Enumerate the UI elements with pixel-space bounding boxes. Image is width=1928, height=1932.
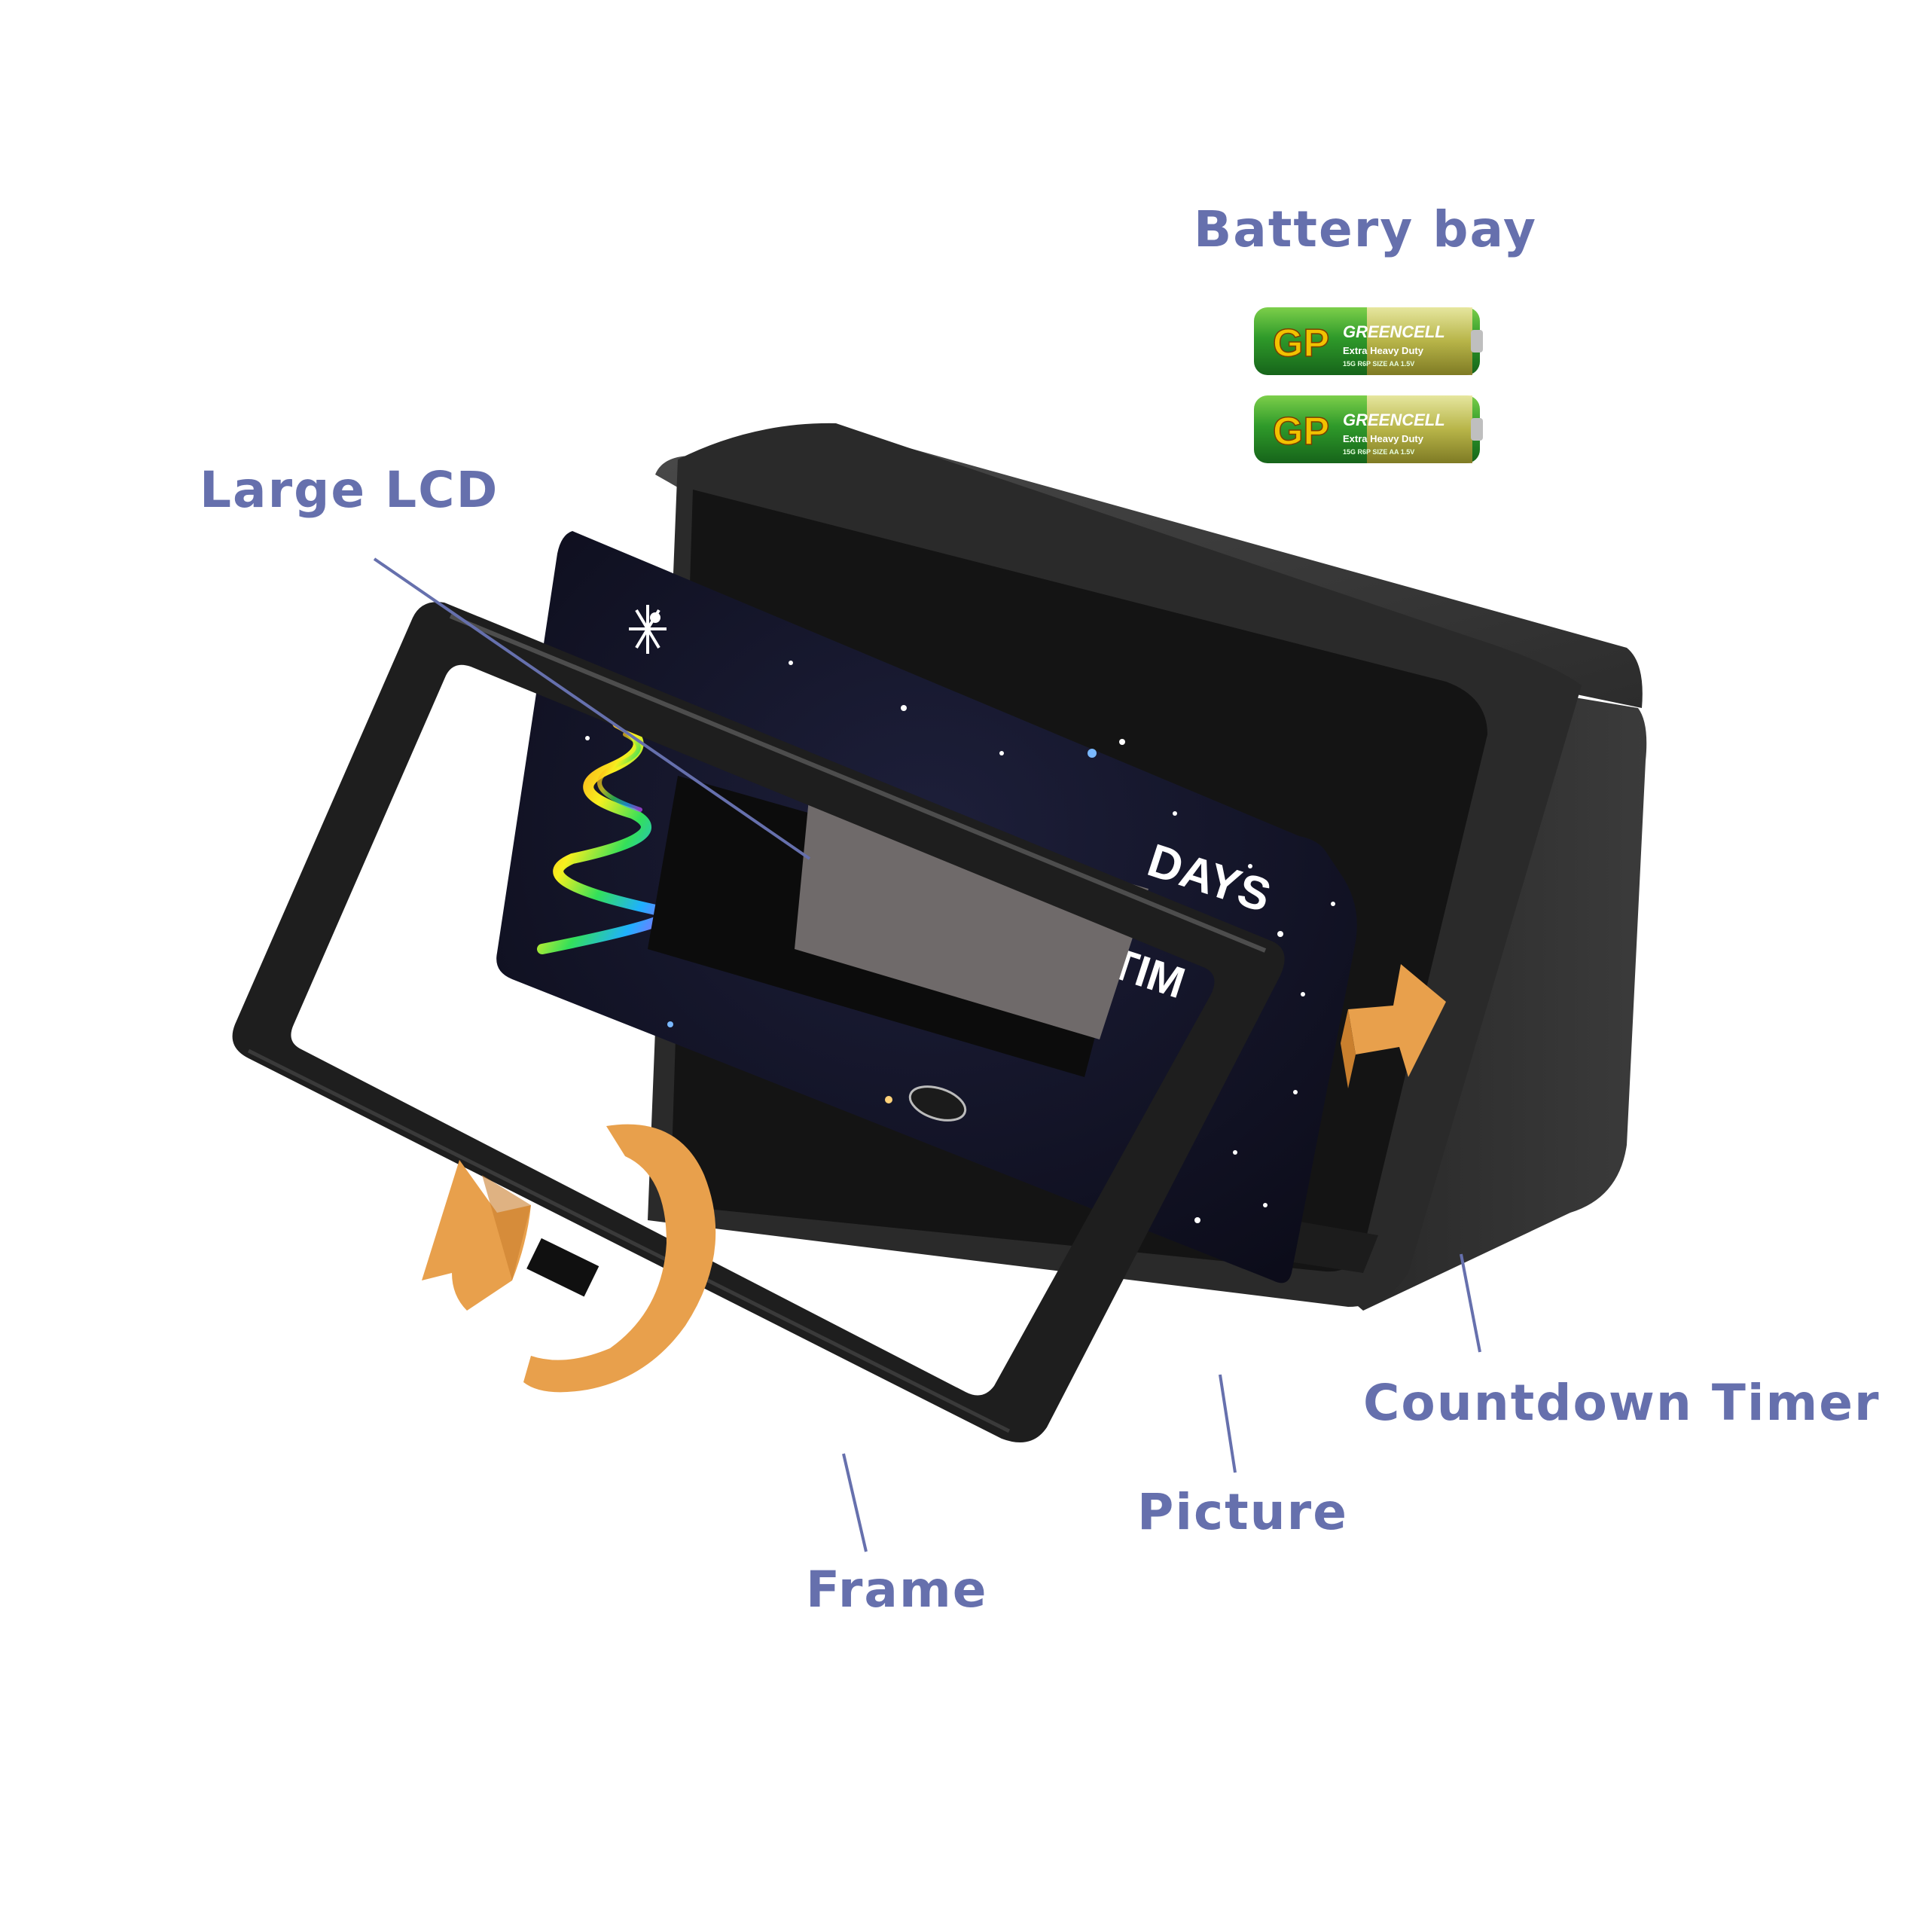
label-picture: Picture	[1137, 1483, 1348, 1541]
rotate-arrow-icon	[422, 1124, 716, 1393]
leader-line-picture	[1219, 1374, 1237, 1473]
slide-arrow-icon	[1341, 964, 1446, 1088]
leader-lines	[373, 557, 1481, 1552]
frame	[232, 602, 1285, 1442]
leader-line-lcd	[373, 557, 811, 860]
battery-brand: GP	[1273, 322, 1329, 365]
battery-line: GREENCELL	[1343, 322, 1445, 341]
battery-2: GP GREENCELL Extra Heavy Duty 15G R6P SI…	[1254, 395, 1483, 463]
frame-body	[232, 602, 1285, 1442]
leader-line-timer	[1460, 1253, 1481, 1353]
large-lcd-panel	[795, 791, 1149, 1039]
label-frame: Frame	[806, 1561, 988, 1619]
star-field	[585, 612, 1335, 1223]
battery-1: GP GREENCELL Extra Heavy Duty 15G R6P SI…	[1254, 307, 1483, 375]
battery-subtitle: Extra Heavy Duty	[1343, 345, 1424, 356]
frame-clip	[526, 1238, 599, 1297]
label-countdown-timer: Countdown Timer	[1363, 1374, 1881, 1432]
sparkle-icon	[629, 605, 667, 654]
battery-brand: GP	[1273, 410, 1329, 453]
battery-spec: 15G R6P SIZE AA 1.5V	[1343, 448, 1414, 456]
battery-line: GREENCELL	[1343, 411, 1445, 429]
label-large-lcd: Large LCD	[200, 461, 499, 519]
card-notch	[908, 1085, 967, 1122]
battery-subtitle: Extra Heavy Duty	[1343, 433, 1424, 444]
battery-spec: 15G R6P SIZE AA 1.5V	[1343, 360, 1414, 368]
label-battery-bay: Battery bay	[1194, 200, 1538, 258]
leader-line-frame	[842, 1453, 868, 1552]
